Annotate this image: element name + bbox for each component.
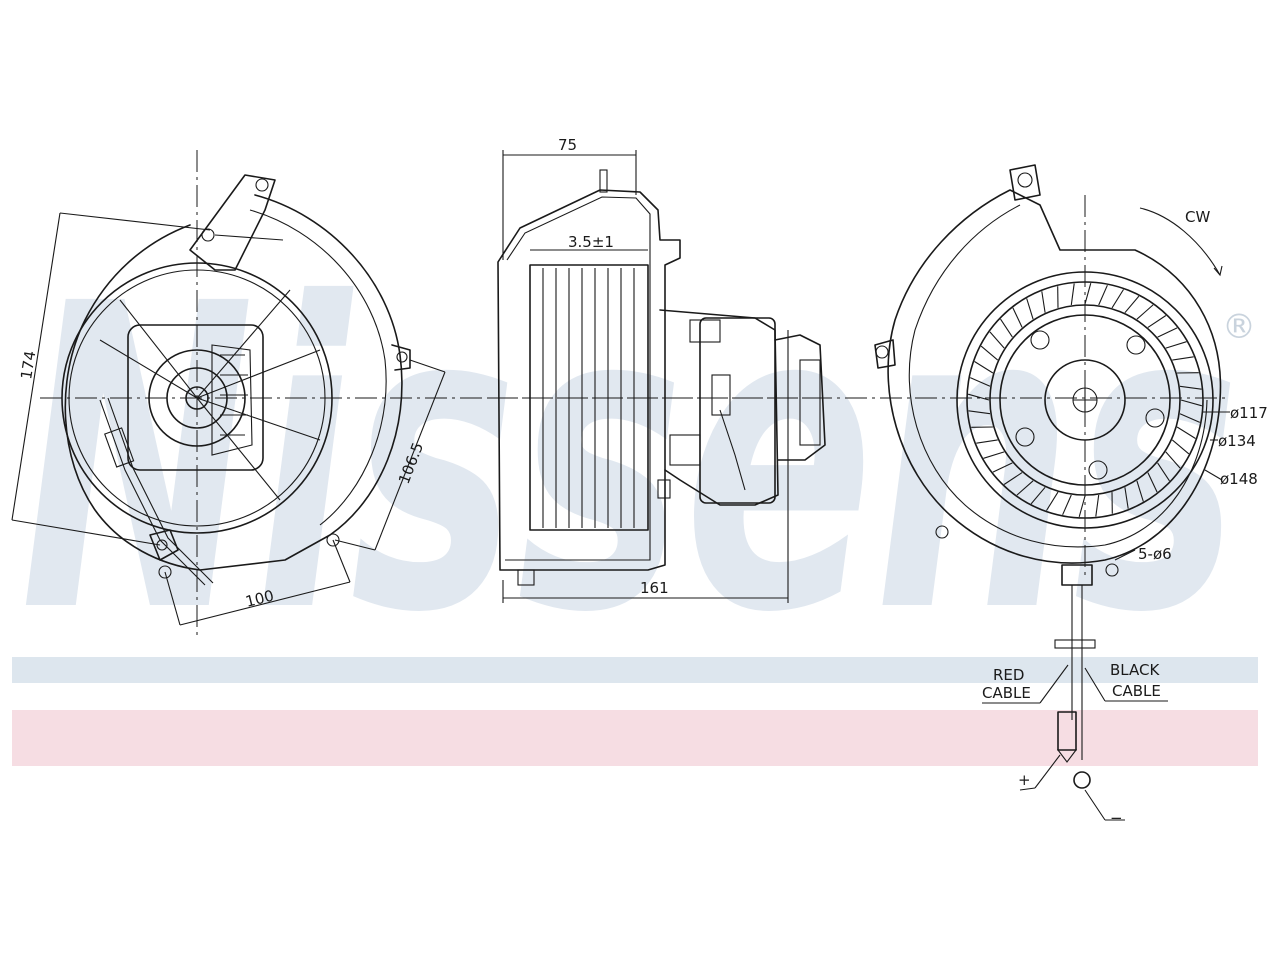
fan-blade: [1062, 494, 1072, 516]
black-cable-label-1: BLACK: [1110, 661, 1160, 679]
fan-blade: [1176, 426, 1196, 439]
fan-blade: [967, 393, 990, 401]
fan-blade: [983, 451, 1005, 459]
fan-blade: [1026, 298, 1034, 320]
dim-dia-117: ø117: [1230, 404, 1268, 422]
fan-blade: [1147, 472, 1158, 493]
fan-blade: [1078, 495, 1086, 518]
rear-view: CW ø117 ø134 ø148 5-ø6: [874, 164, 1268, 760]
fan-blade: [1124, 295, 1140, 314]
rotation-cw: CW: [1185, 208, 1210, 226]
fan-blade: [968, 410, 991, 415]
fan-blade: [1179, 413, 1201, 423]
fan-blade: [1041, 291, 1046, 313]
dim-holes: 5-ø6: [1138, 545, 1172, 563]
front-view: 174 106.5 100: [11, 150, 446, 640]
dim-161: 161: [640, 579, 669, 597]
fan-blade: [980, 345, 999, 361]
fan-blade: [1095, 494, 1100, 517]
brand-watermark: Nissens: [20, 216, 1240, 705]
red-cable-label-1: RED: [993, 666, 1024, 684]
fan-blade: [1136, 480, 1144, 502]
pink-band: [12, 710, 1258, 766]
fan-blade: [1000, 318, 1013, 338]
black-cable-label-2: CABLE: [1112, 682, 1161, 700]
minus-label: −: [1110, 809, 1123, 827]
fan-blade: [1171, 439, 1190, 455]
fan-blade: [1136, 304, 1154, 320]
fan-blade: [1046, 491, 1059, 511]
fan-blade: [1070, 283, 1075, 306]
dim-dia-148: ø148: [1220, 470, 1258, 488]
registered-mark: ®: [1222, 307, 1256, 347]
fan-blade: [1111, 289, 1124, 309]
fan-blade: [1157, 462, 1170, 482]
blue-band: [12, 657, 1258, 683]
fan-blade: [992, 462, 1013, 473]
fan-blade: [1016, 480, 1034, 496]
dim-3-5: 3.5±1: [568, 233, 614, 251]
fan-blade: [1084, 282, 1092, 305]
negative-terminal: [1073, 771, 1091, 789]
dim-174: 174: [17, 350, 39, 381]
wiring-callout: RED CABLE BLACK CABLE + −: [982, 661, 1168, 827]
fan-blade: [976, 439, 998, 444]
fan-blade: [989, 331, 1005, 349]
fan-blade: [1124, 487, 1129, 509]
fan-blade: [1012, 307, 1023, 328]
fan-blade: [1172, 356, 1194, 361]
red-cable-label-2: CABLE: [982, 684, 1031, 702]
dim-75: 75: [558, 136, 577, 154]
fan-blade: [1030, 486, 1046, 505]
fan-blade: [1003, 472, 1023, 485]
plus-label: +: [1018, 771, 1031, 789]
rear-fan-blades: [967, 282, 1203, 518]
fan-blade: [1165, 451, 1181, 469]
side-view: 75 3.5±1: [488, 136, 830, 603]
fan-blade: [969, 377, 991, 387]
fan-blade: [1180, 399, 1203, 407]
fan-blade: [1157, 327, 1178, 338]
fan-blade: [1179, 385, 1202, 390]
fan-blade: [1098, 284, 1108, 306]
fan-blade: [1165, 341, 1187, 349]
dim-dia-134: ø134: [1218, 432, 1256, 450]
fan-blade: [974, 361, 994, 374]
fan-blade: [1147, 315, 1167, 328]
